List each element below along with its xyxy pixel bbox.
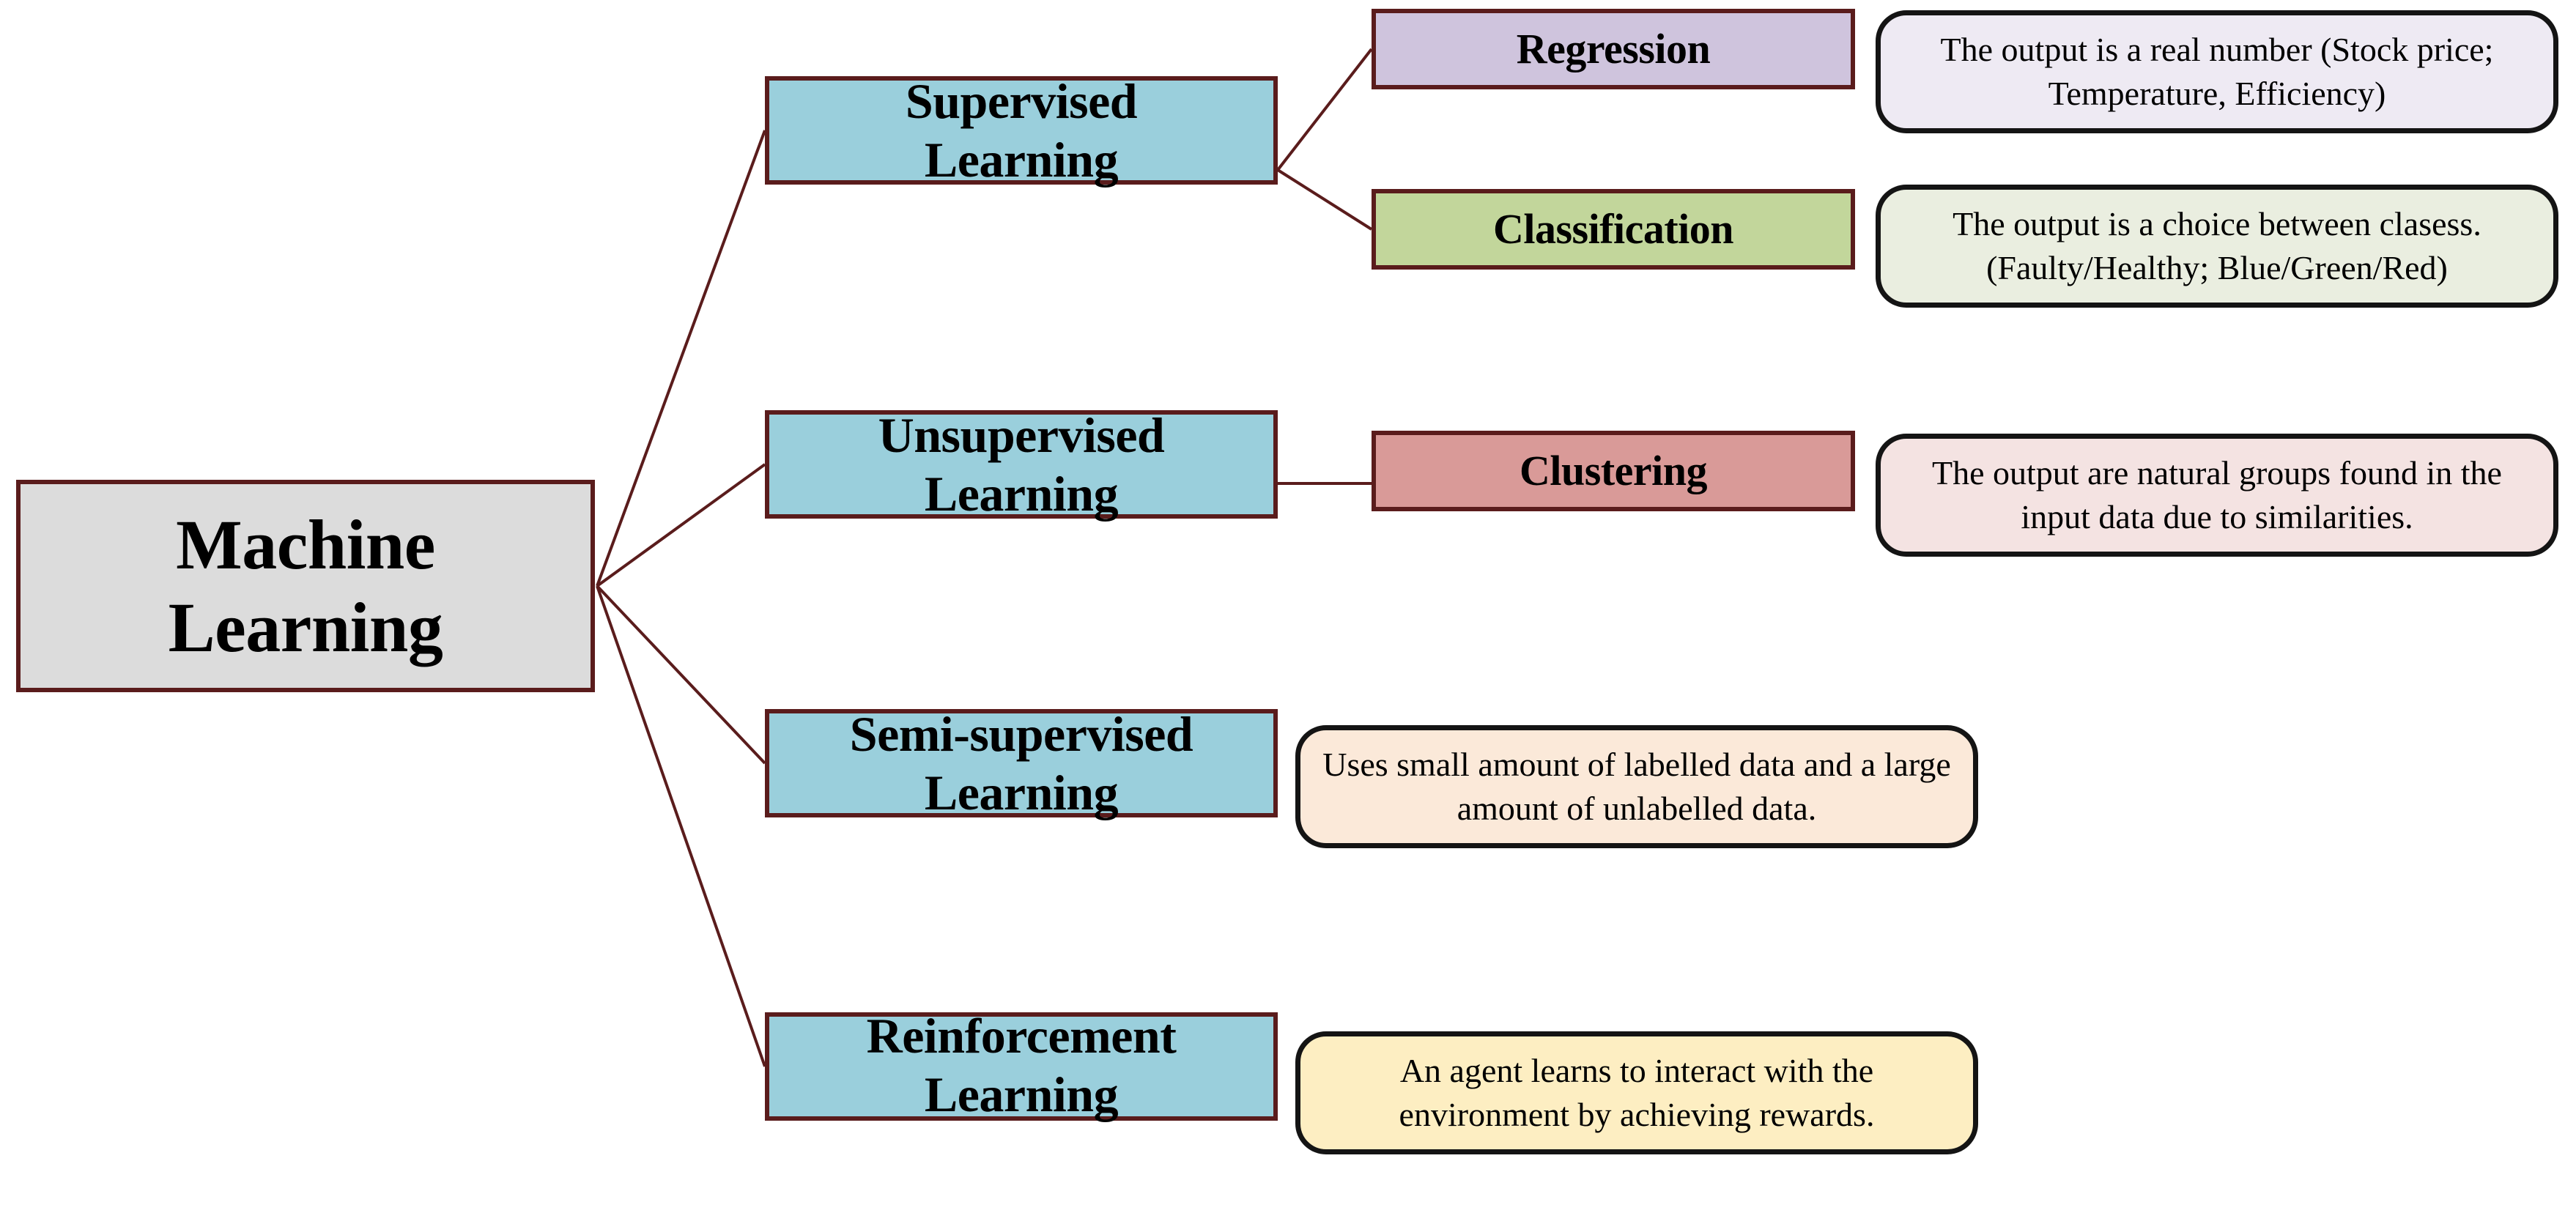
connector-root-to-semisupervised (596, 585, 766, 765)
node-classification-label: Classification (1492, 204, 1734, 253)
description-clustering: The output are natural groups found in t… (1876, 434, 2558, 557)
description-classification-text: The output is a choice between clasess. … (1953, 205, 2481, 286)
description-clustering-text: The output are natural groups found in t… (1932, 454, 2502, 535)
description-regression: The output is a real number (Stock price… (1876, 10, 2558, 133)
description-semi-supervised: Uses small amount of labelled data and a… (1295, 725, 1978, 848)
node-regression-label: Regression (1516, 24, 1711, 73)
node-clustering-label: Clustering (1520, 446, 1708, 494)
connector-root-to-unsupervised (596, 463, 766, 587)
connector-supervised-to-regression (1276, 48, 1373, 171)
description-semi-supervised-text: Uses small amount of labelled data and a… (1322, 746, 1951, 827)
description-classification: The output is a choice between clasess. … (1876, 185, 2558, 308)
connector-root-to-reinforcement (596, 585, 766, 1067)
node-clustering[interactable]: Clustering (1372, 431, 1855, 511)
connector-supervised-to-classification (1276, 168, 1373, 231)
node-classification[interactable]: Classification (1372, 189, 1855, 270)
node-regression[interactable]: Regression (1372, 9, 1855, 89)
connector-root-to-supervised (596, 130, 766, 587)
description-reinforcement-text: An agent learns to interact with the env… (1399, 1052, 1875, 1133)
description-regression-text: The output is a real number (Stock price… (1940, 31, 2494, 112)
description-reinforcement: An agent learns to interact with the env… (1295, 1031, 1978, 1154)
